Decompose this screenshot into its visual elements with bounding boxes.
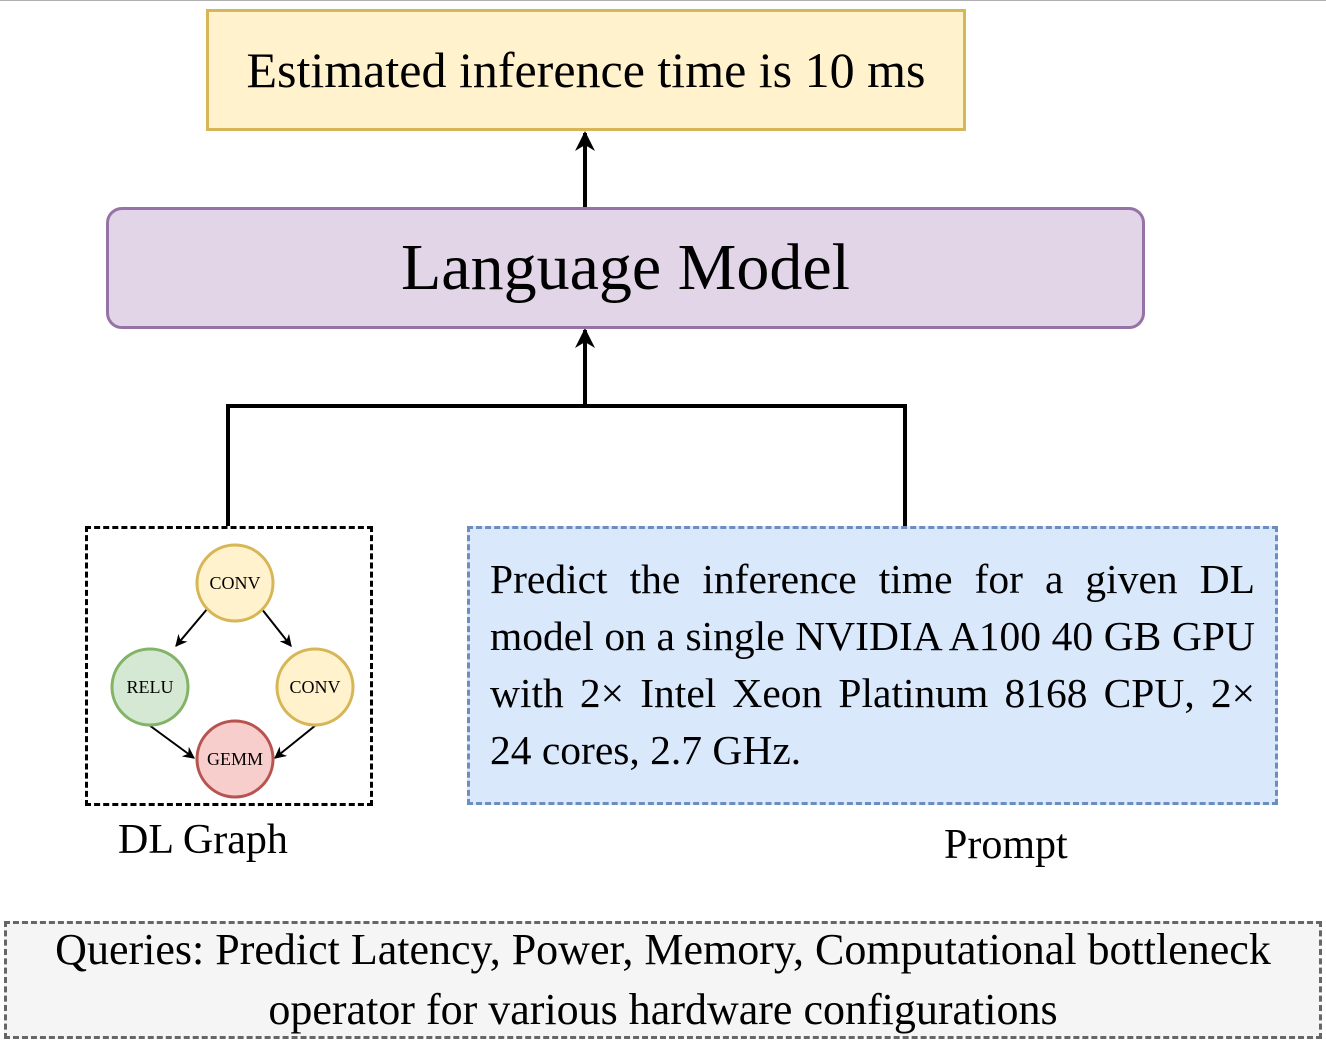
prompt-text: Predict the inference time for a given D… — [490, 556, 1255, 773]
node-conv-right: CONV — [275, 647, 355, 727]
prompt-box: Predict the inference time for a given D… — [467, 526, 1278, 805]
node-conv-top: CONV — [195, 543, 275, 623]
dl-graph-caption: DL Graph — [118, 817, 288, 863]
node-conv-top-label: CONV — [209, 573, 260, 593]
output-box: Estimated inference time is 10 ms — [206, 9, 966, 131]
node-gemm-label: GEMM — [207, 749, 263, 769]
queries-text: Queries: Predict Latency, Power, Memory,… — [55, 925, 1271, 1034]
node-conv-right-label: CONV — [289, 677, 340, 697]
edge-conv-to-relu — [175, 607, 209, 647]
dl-graph-box: CONV RELU CONV GEMM — [85, 526, 373, 806]
node-gemm: GEMM — [195, 719, 275, 799]
edge-relu-to-gemm — [148, 724, 195, 759]
edge-conv-to-gemm — [274, 724, 317, 759]
top-divider — [0, 0, 1326, 1]
node-relu: RELU — [110, 647, 190, 727]
prompt-caption: Prompt — [944, 822, 1068, 868]
language-model-box: Language Model — [106, 207, 1145, 329]
language-model-label: Language Model — [400, 231, 850, 304]
edge-conv-to-conv — [260, 607, 292, 647]
queries-box: Queries: Predict Latency, Power, Memory,… — [4, 921, 1322, 1039]
dl-graph: CONV RELU CONV GEMM — [110, 543, 355, 799]
node-relu-label: RELU — [127, 677, 174, 697]
output-text: Estimated inference time is 10 ms — [246, 42, 926, 98]
